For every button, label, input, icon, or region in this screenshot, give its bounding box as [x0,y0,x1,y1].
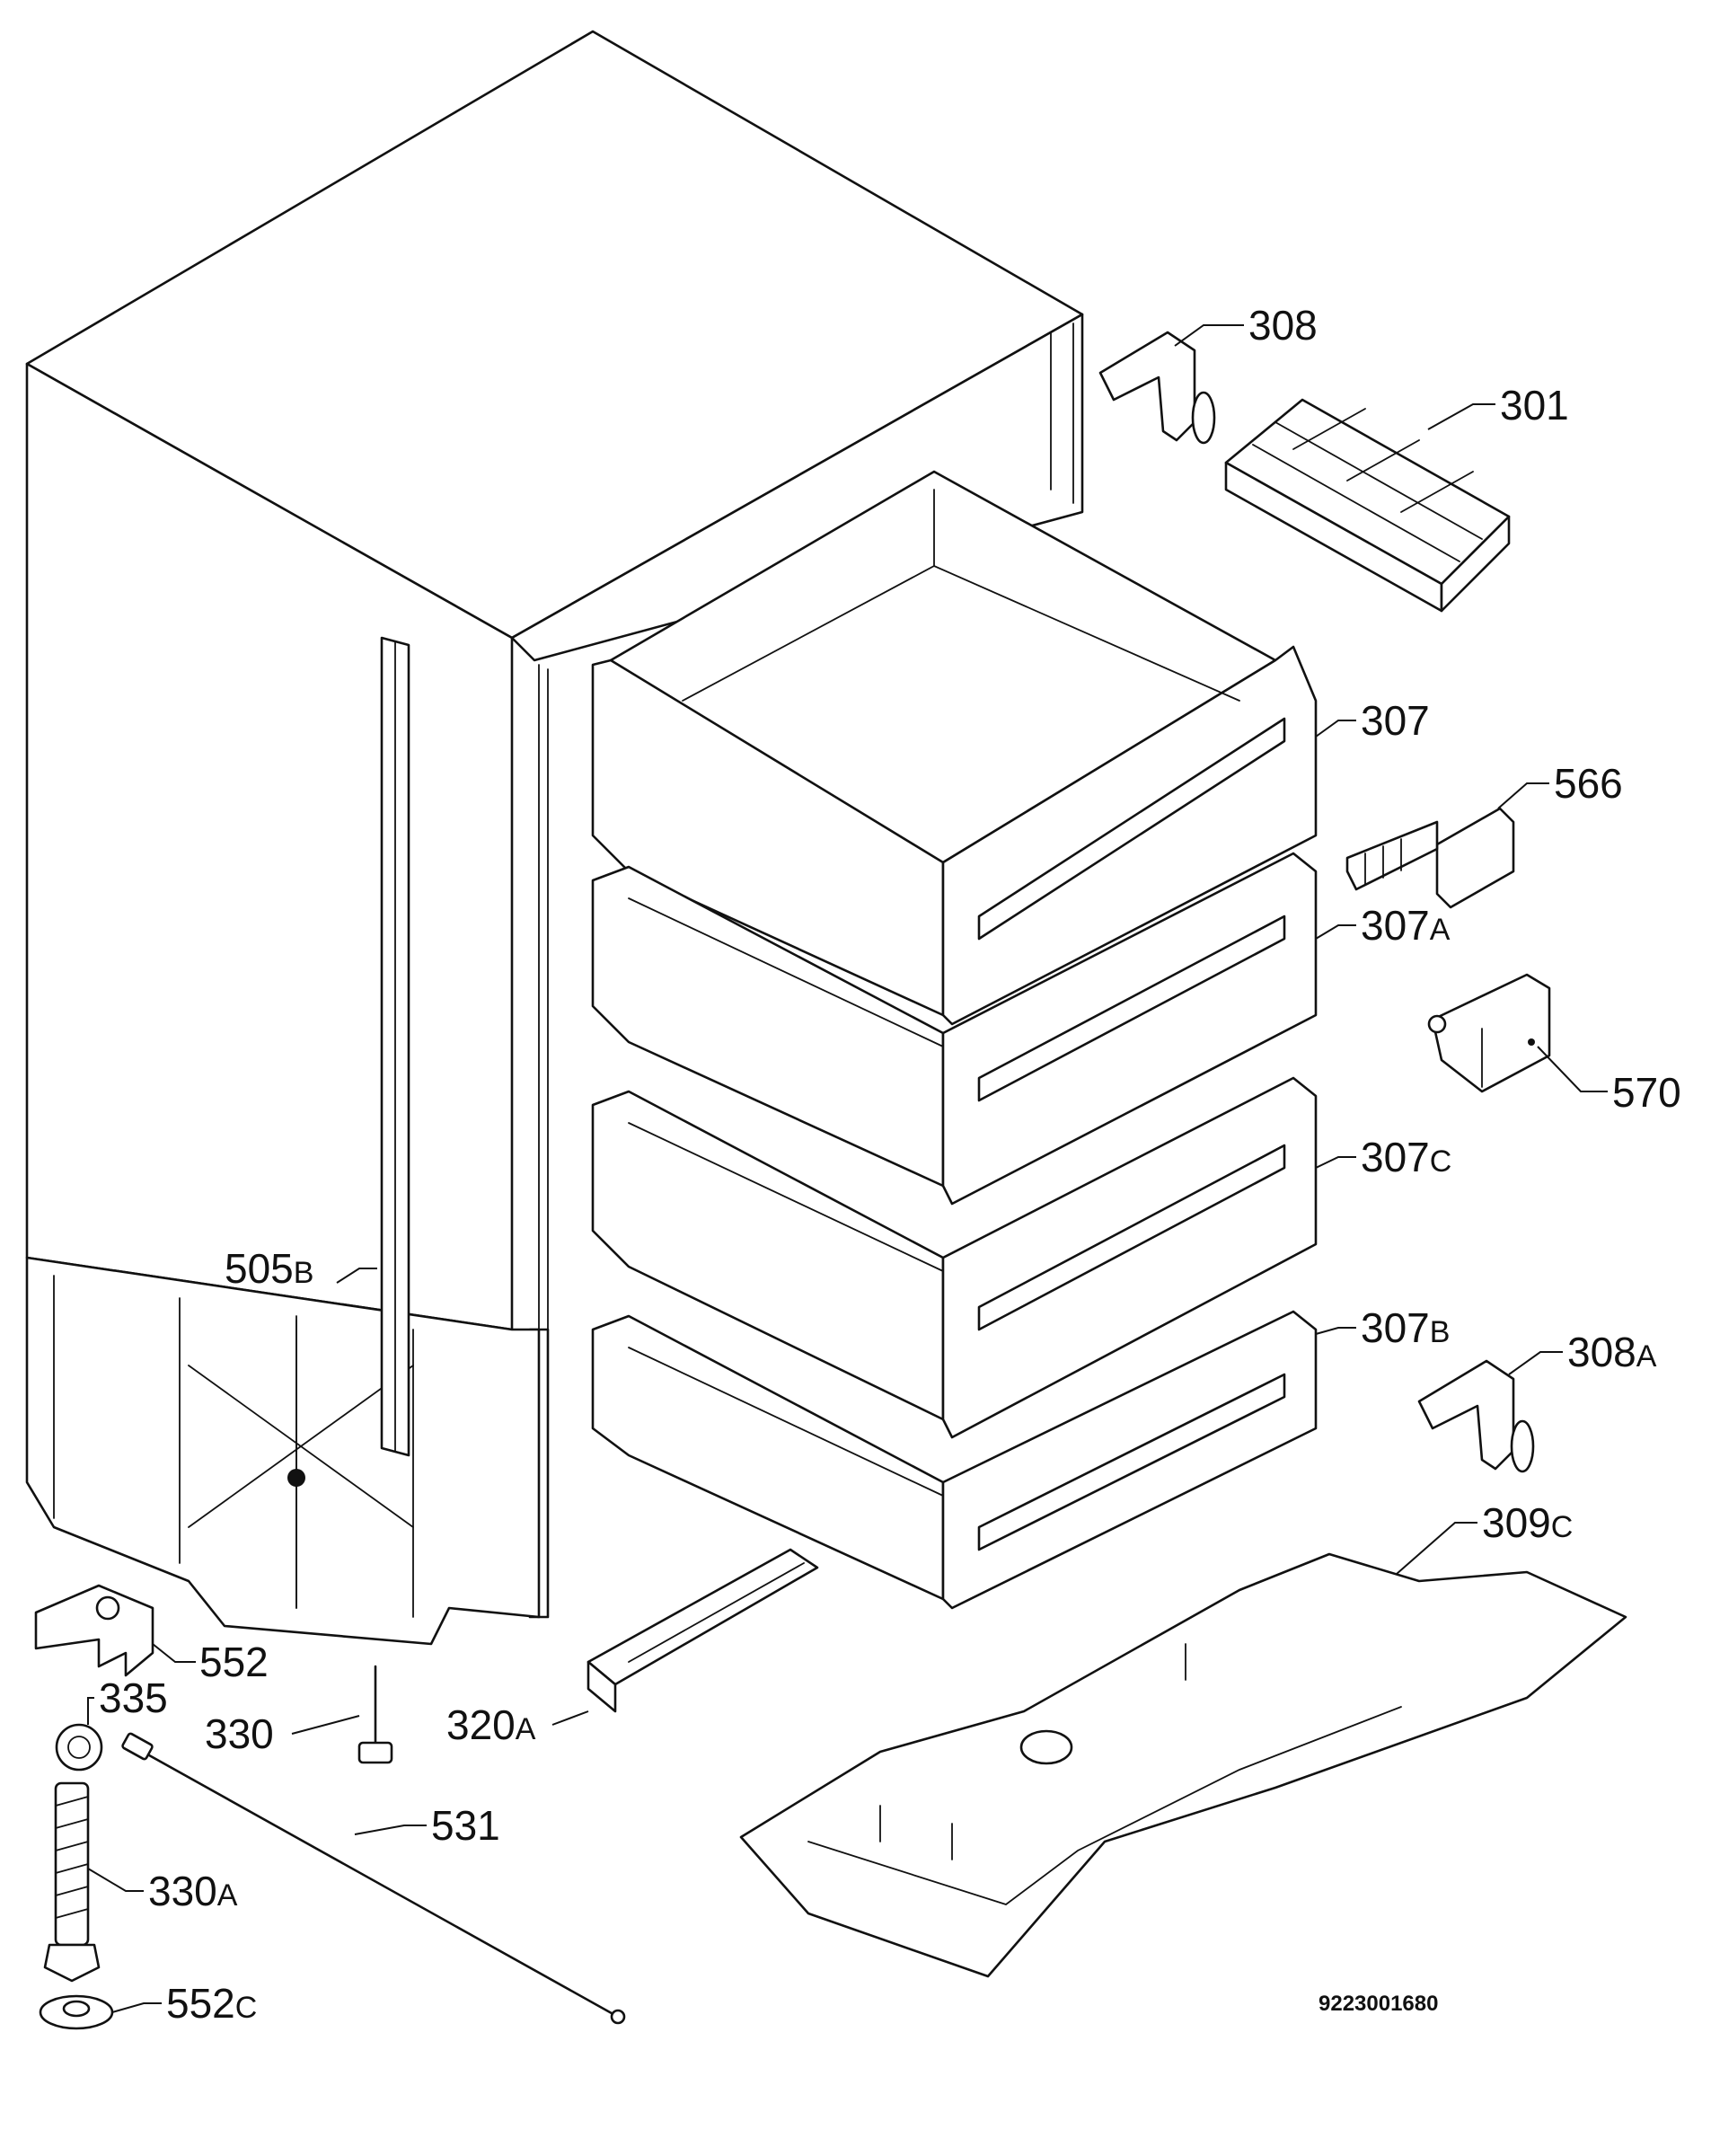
label-531: 531 [431,1802,500,1849]
label-570: 570 [1612,1069,1681,1116]
label-308: 308 [1248,302,1318,349]
label-307a: 307A [1361,902,1451,949]
hinge-308a [1417,1359,1535,1473]
box-570 [1427,973,1551,1093]
drawer-307c [591,1076,1318,1439]
gear-335 [55,1723,103,1772]
washer-552c [39,1994,114,2030]
label-307: 307 [1361,697,1430,744]
ice-scraper-566 [1345,807,1515,909]
label-307b: 307B [1361,1304,1450,1351]
drawer-307a [591,852,1318,1206]
foot-330a [43,1781,101,1983]
label-308a: 308A [1567,1329,1657,1375]
label-301: 301 [1500,382,1569,429]
label-566: 566 [1554,760,1623,807]
drawer-307b [591,1310,1318,1610]
drawing-number: 9223001680 [1319,1992,1438,2016]
strip-320a [587,1548,819,1713]
label-552: 552 [199,1639,269,1685]
part-labels: 308 301 307 566 307A 570 307C 505B 307B … [99,302,1681,2027]
hinge-308 [1098,331,1216,445]
label-320a: 320A [446,1701,536,1748]
leader-lines [87,324,1608,2013]
ice-tray-301 [1224,398,1511,613]
cabinet-base-frame [25,1256,541,1646]
drawer-307 [591,470,1318,1026]
label-552c: 552C [166,1980,257,2027]
label-307c: 307C [1361,1134,1451,1180]
label-505b: 505B [225,1245,313,1292]
bracket-552 [34,1584,154,1677]
rod-531 [121,1732,626,2025]
foot-330 [357,1665,393,1764]
label-330: 330 [205,1710,274,1757]
label-330a: 330A [148,1868,238,1914]
label-335: 335 [99,1674,168,1721]
door-seal-strip [380,636,410,1457]
cover-plate-309c [739,1552,1627,1978]
label-309c: 309C [1482,1499,1573,1546]
